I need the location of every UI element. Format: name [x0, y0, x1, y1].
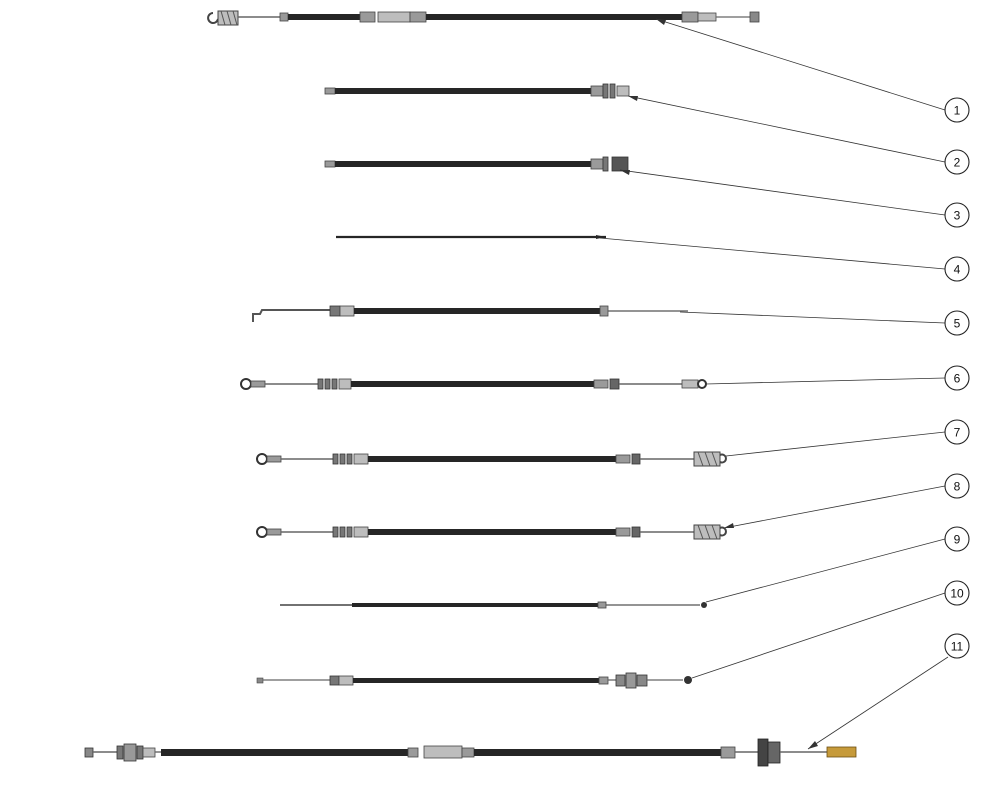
leader-line-1 — [655, 18, 946, 111]
cable-6 — [240, 378, 707, 390]
leader-line-2 — [627, 95, 946, 163]
callout-label-1: 1 — [954, 104, 961, 118]
callout-11: 11 — [944, 633, 970, 659]
leader-line-6 — [705, 377, 946, 385]
callout-label-10: 10 — [950, 587, 964, 601]
leader-arrow-11 — [808, 741, 818, 749]
leader-line-5 — [679, 311, 946, 324]
callout-label-7: 7 — [954, 426, 961, 440]
callout-9: 9 — [944, 526, 970, 552]
callout-10: 10 — [944, 580, 970, 606]
leader-arrow-3 — [620, 170, 630, 175]
leader-line-10 — [691, 592, 946, 679]
leader-line-3 — [619, 169, 946, 216]
leader-line-11 — [807, 656, 949, 750]
cable-5 — [252, 305, 688, 322]
callout-label-2: 2 — [954, 156, 961, 170]
callout-7: 7 — [944, 419, 970, 445]
callout-6: 6 — [944, 365, 970, 391]
callout-label-8: 8 — [954, 480, 961, 494]
cable-11 — [84, 738, 857, 767]
cable-1 — [207, 10, 760, 26]
callout-label-11: 11 — [951, 640, 964, 654]
callout-label-5: 5 — [954, 317, 961, 331]
cable-7 — [256, 451, 727, 467]
cable-2 — [324, 83, 630, 99]
callout-2: 2 — [944, 149, 970, 175]
cable-10 — [256, 672, 692, 689]
cable-9 — [280, 601, 707, 609]
leader-line-7 — [725, 431, 946, 457]
cable-3 — [324, 156, 629, 172]
leader-arrow-8 — [724, 523, 734, 528]
leader-line-9 — [705, 538, 946, 603]
callout-label-3: 3 — [954, 209, 961, 223]
callout-label-4: 4 — [954, 263, 961, 277]
callout-3: 3 — [944, 202, 970, 228]
leader-lines — [599, 18, 949, 750]
callout-1: 1 — [944, 97, 970, 123]
leader-arrow-1 — [656, 19, 666, 25]
leader-line-4 — [599, 237, 946, 270]
callout-4: 4 — [944, 256, 970, 282]
leader-line-8 — [723, 485, 946, 529]
callout-label-9: 9 — [954, 533, 961, 547]
cable-8 — [256, 524, 727, 540]
cable-4 — [336, 235, 606, 239]
callout-5: 5 — [944, 310, 970, 336]
callout-label-6: 6 — [954, 372, 961, 386]
leader-arrow-2 — [628, 96, 638, 101]
callout-8: 8 — [944, 473, 970, 499]
